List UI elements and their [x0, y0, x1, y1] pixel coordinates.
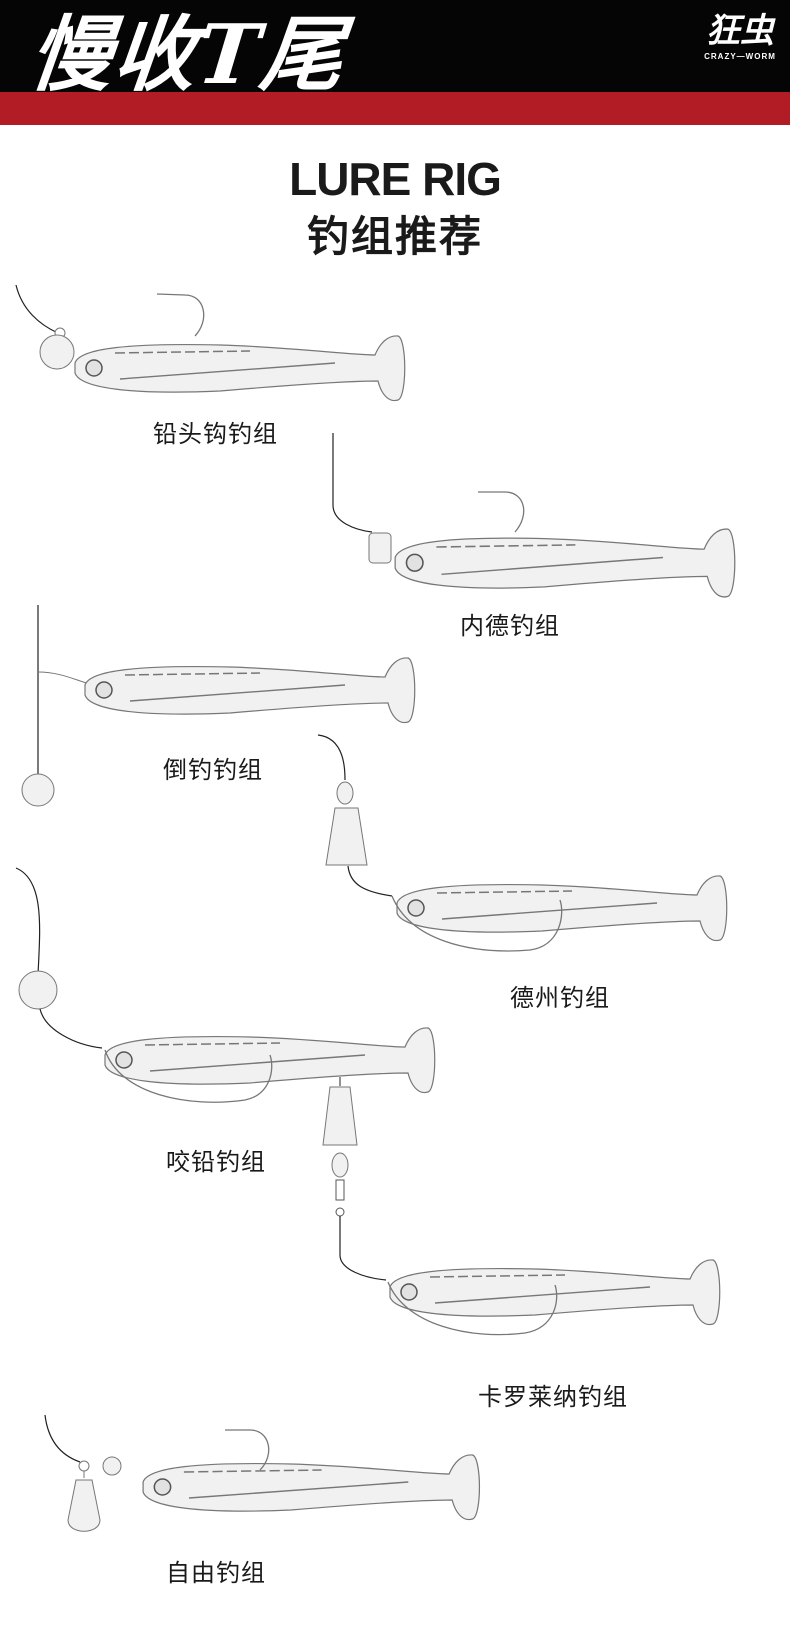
- rig-label-chomp: 咬铅钓组: [166, 1148, 266, 1176]
- rig-chomp-illustration: [15, 867, 436, 1103]
- section-title-cn: 钓组推荐: [306, 212, 483, 261]
- rig-carolina-illustration: [322, 1077, 721, 1336]
- rig-texas-illustration: [317, 734, 728, 952]
- rig-label-jighead: 铅头钩钓组: [153, 420, 278, 448]
- rig-free-illustration: [44, 1414, 481, 1532]
- header-red-band: [0, 92, 790, 125]
- brand-logo-en: CRAZY—WORM: [704, 52, 776, 61]
- rig-label-free: 自由钓组: [166, 1559, 266, 1587]
- rig-label-texas: 德州钓组: [510, 984, 610, 1012]
- brand-logo: 狂虫 CRAZY—WORM: [704, 14, 776, 61]
- rig-ned-illustration: [332, 433, 736, 598]
- rig-label-ned: 内德钓组: [460, 612, 560, 640]
- header-bar: [0, 0, 790, 92]
- rig-jighead-illustration: [15, 284, 406, 402]
- rig-label-carolina: 卡罗莱纳钓组: [478, 1383, 628, 1411]
- rig-label-dropshot: 倒钓钓组: [163, 756, 263, 784]
- section-title-en: LURE RIG: [289, 153, 502, 205]
- rig-dropshot-illustration: [21, 605, 416, 807]
- brand-logo-cn: 狂虫: [706, 11, 774, 51]
